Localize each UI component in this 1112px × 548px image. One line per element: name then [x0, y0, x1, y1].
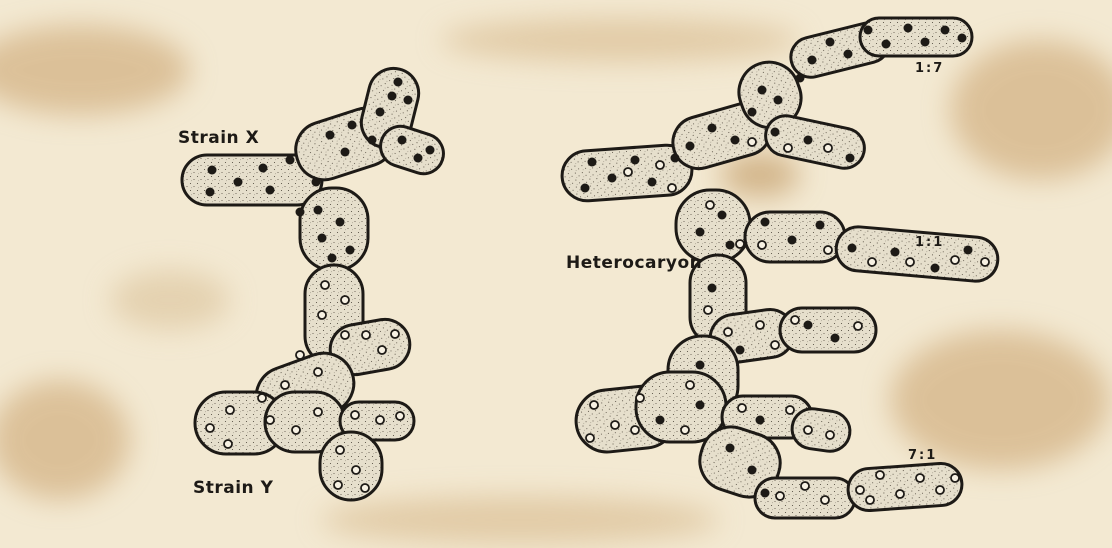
hypha-cell [780, 308, 876, 352]
hypha-cell [320, 432, 382, 500]
strain-x-hypha [182, 63, 449, 270]
ratio-label-top: 1:7 [915, 61, 944, 76]
hypha-cell [676, 190, 750, 262]
hypha-cell [834, 225, 999, 283]
hypha-cell [789, 406, 852, 454]
ratio-label-middle: 1:1 [915, 235, 944, 250]
strain-x-label: Strain X [178, 128, 259, 148]
ratio-label-bottom: 7:1 [908, 448, 937, 463]
hypha-cell [860, 18, 972, 56]
heterocaryon-label: Heterocaryon [566, 253, 702, 273]
hypha-cell [847, 462, 964, 512]
strain-y-label: Strain Y [193, 478, 274, 498]
